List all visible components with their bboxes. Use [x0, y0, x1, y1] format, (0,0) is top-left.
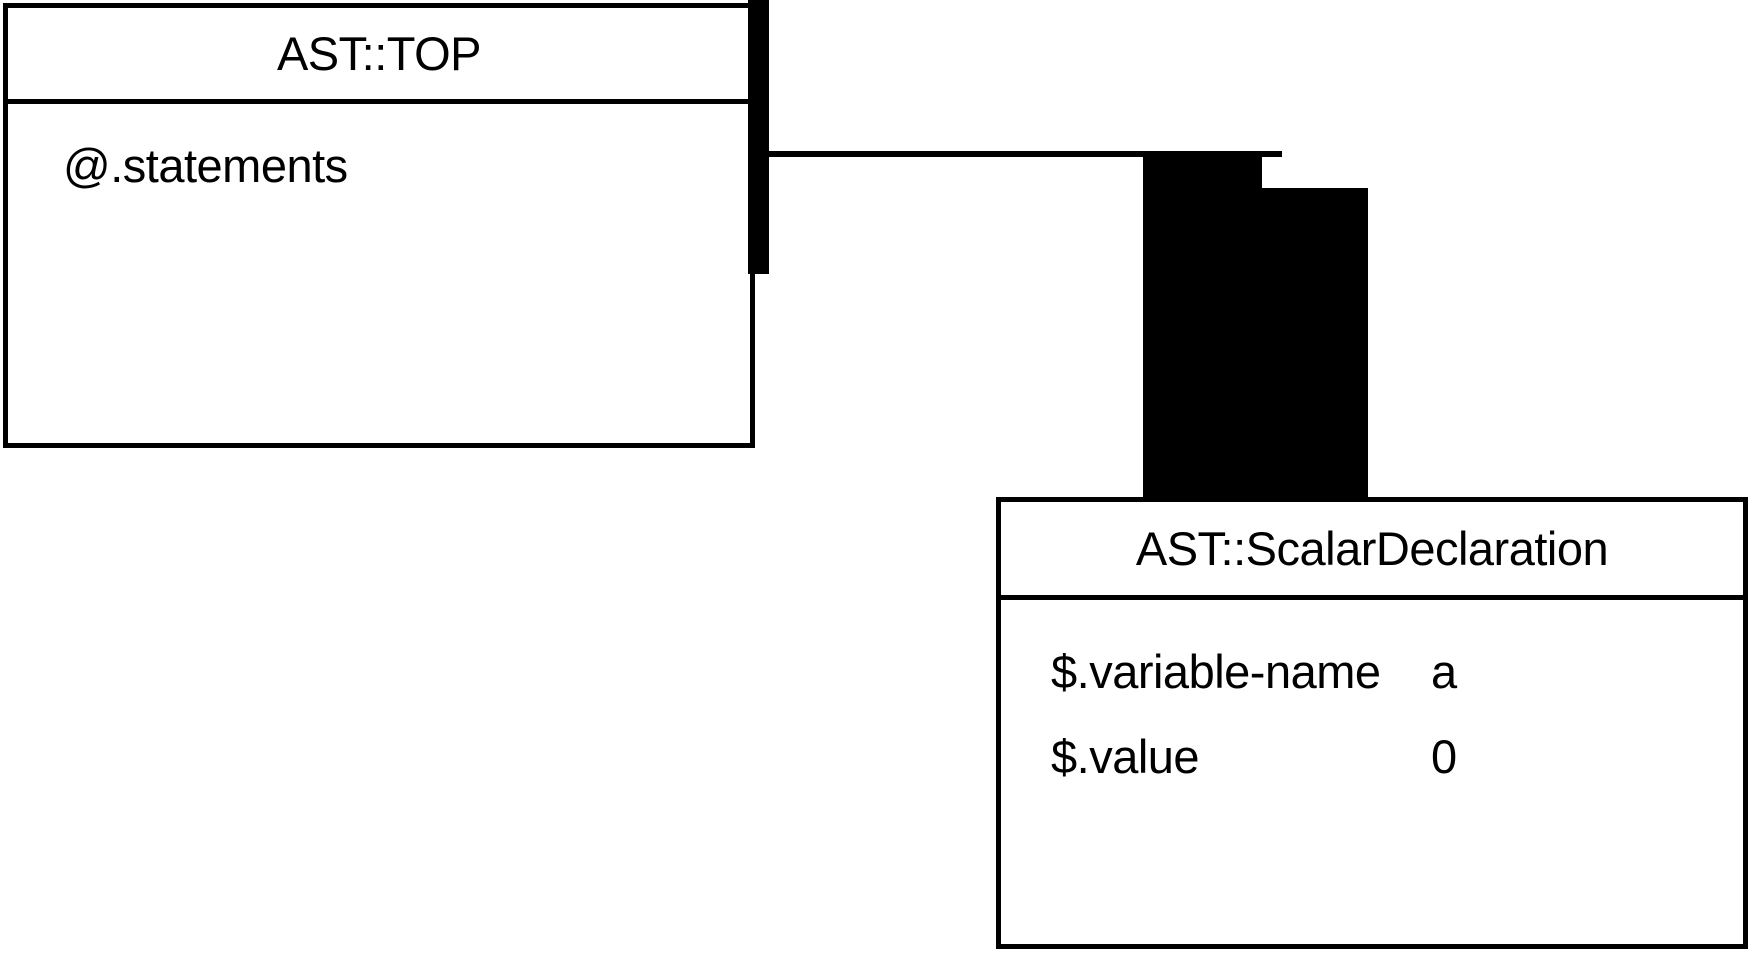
node-ast-scalar-declaration-divider — [1001, 595, 1743, 600]
edge-port-marker-top — [748, 0, 769, 274]
slot-label-statements: @.statements — [63, 139, 348, 192]
node-ast-scalar-declaration-title: AST::ScalarDeclaration — [1135, 522, 1609, 575]
node-ast-top-divider — [8, 99, 750, 104]
node-ast-top[interactable]: AST::TOP @.statements — [3, 3, 755, 448]
node-ast-scalar-declaration-body: $.variable-name a $.value 0 — [1001, 600, 1743, 944]
attr-label-variable-name: $.variable-name — [1051, 645, 1381, 698]
edge-statements-to-scalar-horizontal — [452, 151, 1282, 157]
node-ast-top-body: @.statements — [8, 104, 750, 443]
attr-value-variable-name: a — [1431, 645, 1457, 698]
attr-value-value: 0 — [1431, 730, 1457, 783]
attr-label-value: $.value — [1051, 730, 1200, 783]
edge-statements-to-scalar-arrowhead — [1143, 151, 1368, 501]
node-ast-top-title: AST::TOP — [276, 27, 482, 80]
node-ast-scalar-declaration[interactable]: AST::ScalarDeclaration $.variable-name a… — [996, 497, 1748, 949]
attr-row-variable-name[interactable]: $.variable-name a — [1051, 648, 1457, 695]
attr-row-value[interactable]: $.value 0 — [1051, 733, 1457, 780]
slot-row-statements[interactable]: @.statements — [63, 142, 443, 189]
